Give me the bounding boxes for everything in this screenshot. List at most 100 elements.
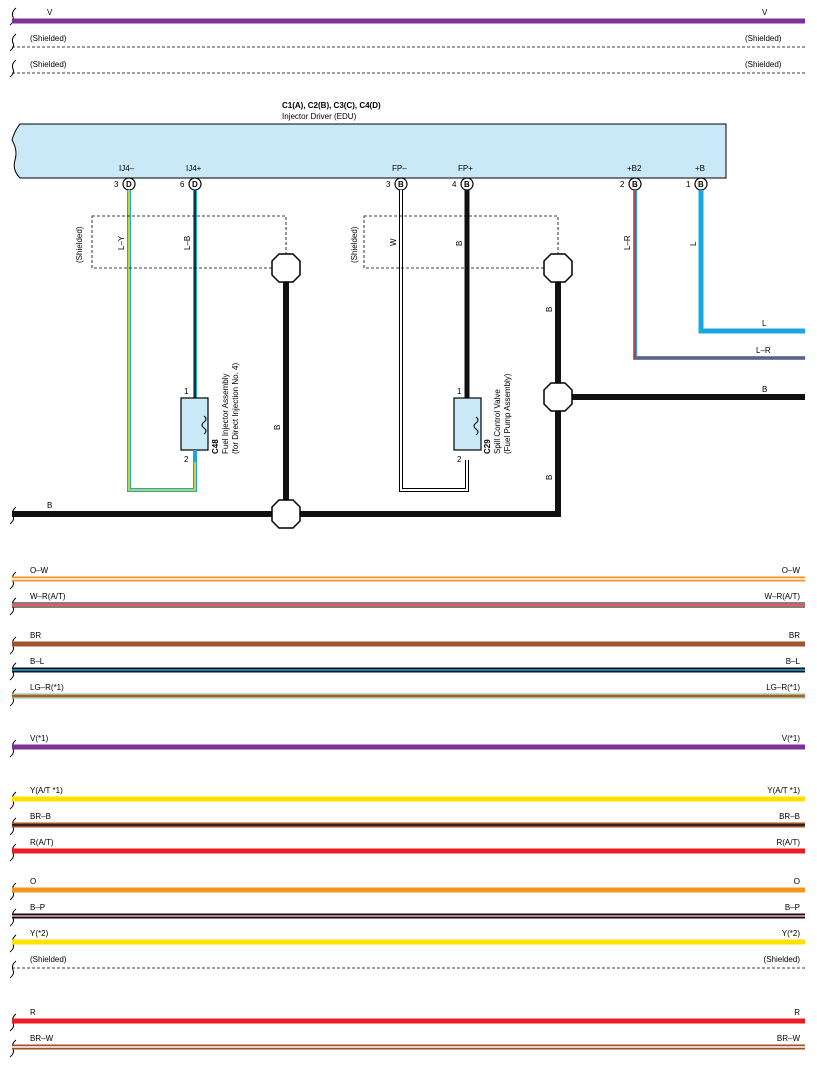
- pin-ij4-minus: D 3: [114, 177, 136, 191]
- wire-label-l-r-right: L–R: [756, 346, 771, 355]
- top-wire-v-label-right: V: [762, 8, 768, 17]
- edu-subtitle: Injector Driver (EDU): [282, 112, 357, 121]
- wire-label-b-right: B: [762, 385, 767, 394]
- c48-code: C48: [211, 439, 220, 454]
- wire-label-left: B–P: [30, 903, 45, 912]
- wire-label-l-b: L–B: [183, 236, 192, 250]
- c48-pin1: 1: [184, 387, 189, 396]
- shield-drain-injector: [271, 253, 301, 514]
- shielded-label-right-1: (Shielded): [745, 34, 782, 43]
- pin-num: 3: [114, 180, 119, 189]
- wire-label-right: R(A/T): [776, 838, 800, 847]
- wire-label-right: O: [794, 877, 800, 886]
- edu-box: [11, 123, 727, 179]
- wire-label-right: BR–W: [777, 1034, 801, 1043]
- ground-bus: [9, 499, 561, 529]
- c48-pin2: 2: [184, 455, 189, 464]
- pin-name-ij4-minus: IJ4–: [119, 164, 135, 173]
- c29-sub: (Fuel Pump Assembly): [503, 373, 512, 454]
- wire-label-b-drain3: B: [545, 475, 554, 480]
- wire-label-l-r-vertical: L–R: [623, 235, 632, 250]
- wire-label-left: V(*1): [30, 734, 49, 743]
- wire-label-right: Y(A/T *1): [767, 786, 800, 795]
- wire-label-left: BR–W: [30, 1034, 54, 1043]
- wire-label-b-drain1: B: [273, 425, 282, 430]
- c48-injector-coil: [180, 397, 209, 462]
- pin-b2: B 2: [620, 177, 642, 191]
- shielded-label-right-2: (Shielded): [745, 60, 782, 69]
- wire-w: [399, 190, 469, 492]
- wire-label-right: B–P: [785, 903, 800, 912]
- wire-label-right: Y(*2): [782, 929, 801, 938]
- bottom-wire: BR–B BR–B: [9, 812, 805, 836]
- wire-label-left: R: [30, 1008, 36, 1017]
- pin-fp-minus: B 3: [386, 177, 408, 191]
- pin-num: 1: [686, 180, 691, 189]
- wire-label-right: R: [794, 1008, 800, 1017]
- top-wire-v-label-left: V: [47, 8, 53, 17]
- bottom-wire: O–W O–W: [9, 566, 805, 590]
- bottom-wire: V(*1) V(*1): [9, 734, 805, 758]
- wire-label-left: Y(A/T *1): [30, 786, 63, 795]
- wire-label-left: W–R(A/T): [30, 592, 66, 601]
- wire-l-y: [127, 190, 197, 492]
- shielded-label-left-1: (Shielded): [30, 34, 67, 43]
- bottom-wire: Y(*2) Y(*2): [9, 929, 805, 953]
- pin-num: 4: [452, 180, 457, 189]
- pin-num: 6: [180, 180, 185, 189]
- top-wire-v: V V: [9, 7, 805, 26]
- c29-valve-coil: [453, 397, 482, 451]
- wire-label-left: B–L: [30, 657, 45, 666]
- bottom-wire: BR BR: [9, 631, 805, 655]
- wire-label-left: Y(*2): [30, 929, 49, 938]
- wire-label-left: O: [30, 877, 36, 886]
- pin-name-b2: +B2: [627, 164, 642, 173]
- edu-title: C1(A), C2(B), C3(C), C4(D): [282, 101, 381, 110]
- wire-label-left: LG–R(*1): [30, 683, 64, 692]
- wire-label-left: (Shielded): [30, 955, 67, 964]
- shield-drain-valve: [543, 253, 805, 514]
- bottom-wire: BR–W BR–W: [9, 1034, 805, 1058]
- bottom-wire: (Shielded) (Shielded): [9, 955, 805, 979]
- wire-label-right: O–W: [782, 566, 801, 575]
- bottom-wire: LG–R(*1) LG–R(*1): [9, 683, 805, 707]
- wire-label-b-fp: B: [455, 241, 464, 246]
- wire-label-right: LG–R(*1): [766, 683, 800, 692]
- shield-box-injector: [91, 215, 287, 269]
- c29-name: Spill Control Valve: [493, 389, 502, 454]
- bottom-wire: B–P B–P: [9, 903, 805, 927]
- bottom-wire: Y(A/T *1) Y(A/T *1): [9, 786, 805, 810]
- wire-label-right: BR: [789, 631, 800, 640]
- pin-conn: B: [632, 180, 638, 189]
- wire-l-r: [633, 190, 805, 360]
- pin-conn: B: [398, 180, 404, 189]
- pin-conn: B: [698, 180, 704, 189]
- wire-label-right: B–L: [786, 657, 801, 666]
- pin-name-b: +B: [695, 164, 705, 173]
- c48-sub: (for Direct Injection No. 4): [231, 363, 240, 454]
- top-wire-shielded-2: (Shielded) (Shielded): [9, 59, 805, 78]
- ground-bus-label: B: [47, 501, 52, 510]
- wire-label-right: BR–B: [779, 812, 800, 821]
- pin-b: B 1: [686, 177, 708, 191]
- wire-label-right: V(*1): [782, 734, 801, 743]
- wire-label-b-drain2: B: [545, 307, 554, 312]
- wire-label-left: R(A/T): [30, 838, 54, 847]
- shielded-label-injector: (Shielded): [75, 226, 84, 263]
- wire-label-left: BR–B: [30, 812, 51, 821]
- wire-label-right: (Shielded): [764, 955, 801, 964]
- wire-label-right: W–R(A/T): [764, 592, 800, 601]
- pin-num: 2: [620, 180, 625, 189]
- c29-code: C29: [483, 439, 492, 454]
- bottom-wires: O–W O–W W–R(A/T) W–R(A/T) BR BR B–L B–L LG–R(*1)…: [9, 566, 805, 1058]
- shielded-label-left-2: (Shielded): [30, 60, 67, 69]
- bottom-wire: W–R(A/T) W–R(A/T): [9, 592, 805, 616]
- shield-box-valve: [363, 215, 559, 269]
- pin-num: 3: [386, 180, 391, 189]
- wire-label-left: O–W: [30, 566, 49, 575]
- wire-label-left: BR: [30, 631, 41, 640]
- c29-pin2: 2: [457, 455, 462, 464]
